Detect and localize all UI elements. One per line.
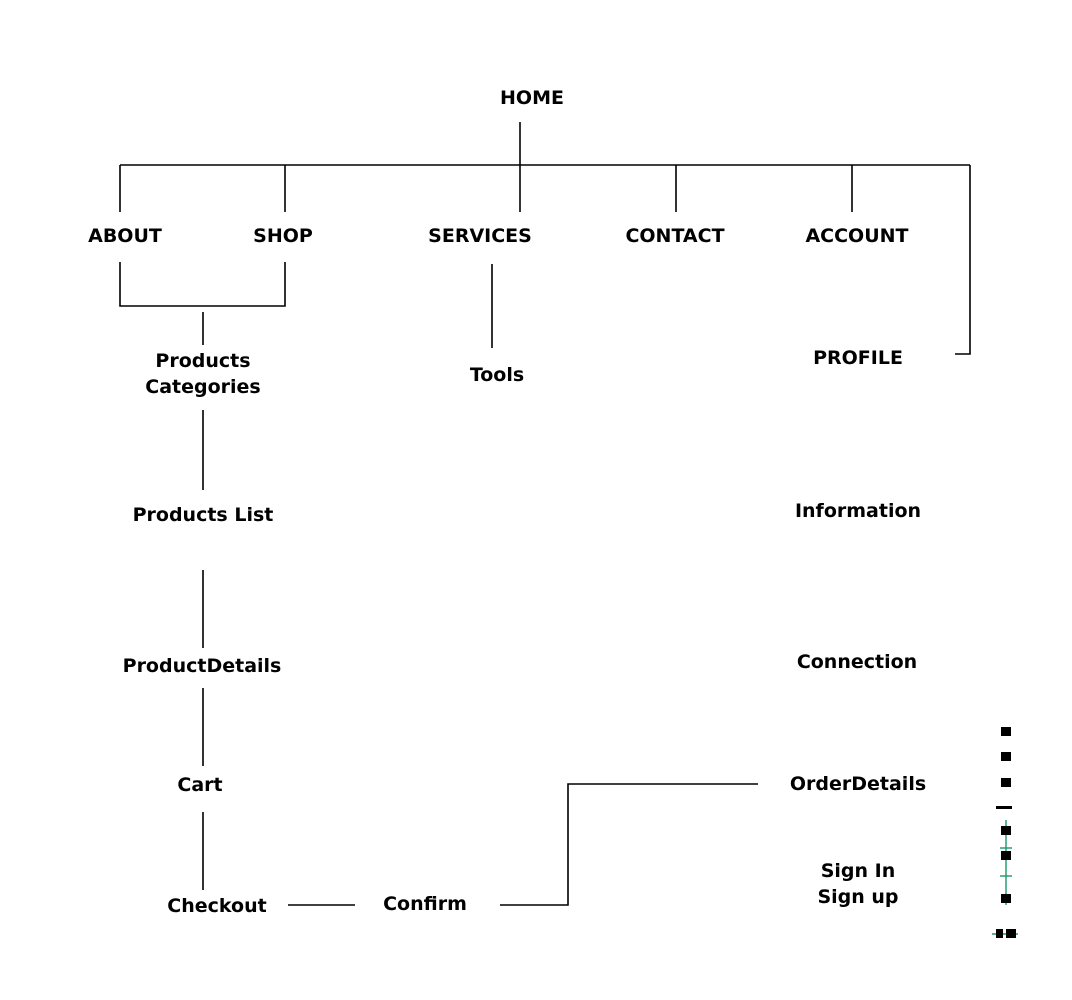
node-shop[interactable]: SHOP — [253, 225, 313, 247]
node-checkout[interactable]: Checkout — [167, 895, 266, 917]
nodes: HOME ABOUT SHOP SERVICES CONTACT ACCOUNT… — [88, 87, 926, 917]
node-connection[interactable]: Connection — [797, 651, 917, 673]
node-products-list-box: Products List — [132, 504, 274, 526]
connector-to-profile — [955, 165, 971, 355]
node-contact[interactable]: CONTACT — [625, 225, 724, 247]
side-mark-6 — [1001, 851, 1011, 860]
node-cart[interactable]: Cart — [177, 774, 222, 796]
node-profile[interactable]: PROFILE — [813, 347, 903, 369]
node-product-details[interactable]: ProductDetails — [123, 655, 282, 677]
node-sign-in-box: Sign In Sign up — [817, 860, 899, 908]
node-tools[interactable]: Tools — [470, 364, 524, 386]
side-scale — [992, 727, 1018, 938]
node-home[interactable]: HOME — [500, 87, 564, 109]
side-mark-8 — [996, 929, 1003, 938]
side-mark-3 — [1001, 778, 1011, 787]
connector-confirm-orderdetails — [500, 783, 758, 906]
node-categories[interactable]: Products Categories — [145, 350, 261, 398]
side-mark-2 — [1001, 752, 1011, 761]
node-categories-box: Products Categories — [145, 350, 261, 398]
node-account[interactable]: ACCOUNT — [805, 225, 908, 247]
connectors — [119, 122, 971, 906]
node-information[interactable]: Information — [795, 500, 921, 522]
node-order-details[interactable]: OrderDetails — [790, 773, 926, 795]
side-mark-5 — [1001, 826, 1011, 835]
node-products-list[interactable]: Products List — [132, 504, 274, 526]
side-mark-9 — [1006, 929, 1016, 938]
node-sign-in[interactable]: Sign In Sign up — [817, 860, 899, 908]
side-mark-1 — [1001, 727, 1011, 736]
connector-about-shop-join — [119, 262, 286, 307]
node-services[interactable]: SERVICES — [428, 225, 532, 247]
side-mark-7 — [1001, 894, 1011, 903]
node-confirm[interactable]: Confirm — [383, 893, 467, 915]
node-about[interactable]: ABOUT — [88, 225, 162, 247]
side-mark-4 — [996, 806, 1012, 809]
